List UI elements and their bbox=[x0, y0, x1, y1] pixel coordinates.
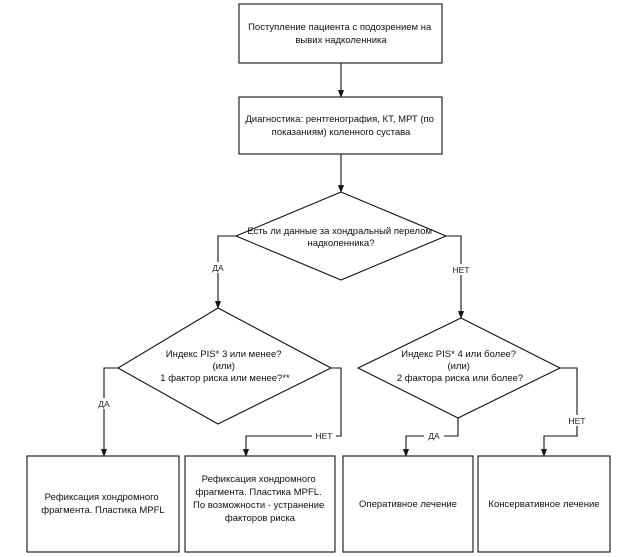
decision-chondral-text: Есть ли данные за хондральный перелом на… bbox=[247, 226, 434, 249]
node-start-line: вывих надколенника bbox=[295, 35, 387, 46]
outcome-conservative: Консервативное лечение bbox=[477, 455, 611, 553]
outcome-fixation-text: Рефиксация хондромного фрагмента. Пласти… bbox=[41, 492, 164, 516]
outcome-fixation-risk-line: факторов риска bbox=[225, 513, 296, 524]
edge-label-chondral-yes: ДА bbox=[212, 263, 224, 273]
outcome-surgery: Оперативное лечение bbox=[342, 455, 474, 553]
outcome-fixation-risk: Рефиксация хондромного фрагмента. Пласти… bbox=[184, 455, 336, 553]
decision-pis-high: Индекс PIS* 4 или более? (или) 2 фактора… bbox=[356, 317, 562, 419]
node-start-line: Поступление пациента с подозрением на bbox=[248, 22, 432, 33]
edge-label-pis-low-no: НЕТ bbox=[316, 431, 333, 441]
decision-pis-high-line: 2 фактора риска или более? bbox=[397, 373, 523, 384]
decision-chondral-line: надколенника? bbox=[308, 238, 375, 249]
outcome-fixation-risk-line: фрагмента. Пластика MPFL. bbox=[196, 487, 322, 498]
decision-pis-low-text: Индекс PIS* 3 или менее? (или) 1 фактор … bbox=[160, 349, 290, 384]
node-start: Поступление пациента с подозрением на вы… bbox=[238, 3, 443, 64]
node-diagnostics-line: показаниям) коленного сустава bbox=[272, 127, 411, 138]
edge-pis-low-yes bbox=[100, 367, 118, 457]
outcome-fixation-risk-line: По возможности - устранение bbox=[193, 500, 324, 511]
decision-pis-high-text: Индекс PIS* 4 или более? (или) 2 фактора… bbox=[397, 349, 523, 384]
decision-chondral-fracture: Есть ли данные за хондральный перелом на… bbox=[234, 191, 448, 281]
outcome-fixation: Рефиксация хондромного фрагмента. Пласти… bbox=[26, 455, 180, 553]
decision-pis-low-line: 1 фактор риска или менее?** bbox=[160, 373, 290, 384]
edge-label-pis-low-yes: ДА bbox=[98, 399, 110, 409]
node-diagnostics-line: Диагностика: рентгенография, КТ, МРТ (по bbox=[245, 114, 434, 125]
node-diagnostics: Диагностика: рентгенография, КТ, МРТ (по… bbox=[238, 96, 443, 155]
outcome-fixation-risk-text: Рефиксация хондромного фрагмента. Пласти… bbox=[193, 474, 327, 524]
edge-pis-low-no bbox=[242, 367, 342, 457]
node-diagnostics-text: Диагностика: рентгенография, КТ, МРТ (по… bbox=[245, 114, 436, 138]
outcome-surgery-text: Оперативное лечение bbox=[359, 499, 457, 510]
edge-chondral-no bbox=[446, 235, 465, 319]
edge-pis-high-no bbox=[540, 367, 578, 457]
decision-chondral-line: Есть ли данные за хондральный перелом bbox=[247, 226, 432, 237]
decision-pis-low-line: (или) bbox=[212, 361, 234, 372]
edge-label-pis-high-yes: ДА bbox=[428, 431, 440, 441]
outcome-fixation-line: Рефиксация хондромного bbox=[45, 492, 159, 503]
outcome-surgery-line: Оперативное лечение bbox=[359, 499, 457, 510]
outcome-fixation-risk-line: Рефиксация хондромного bbox=[202, 474, 316, 485]
decision-pis-low: Индекс PIS* 3 или менее? (или) 1 фактор … bbox=[116, 307, 333, 425]
edges bbox=[100, 63, 578, 457]
outcome-conservative-line: Консервативное лечение bbox=[488, 499, 599, 510]
outcome-conservative-text: Консервативное лечение bbox=[488, 499, 599, 510]
decision-pis-high-line: (или) bbox=[447, 361, 469, 372]
edge-label-chondral-no: НЕТ bbox=[453, 265, 470, 275]
outcome-fixation-line: фрагмента. Пластика MPFL bbox=[41, 505, 164, 516]
node-start-text: Поступление пациента с подозрением на вы… bbox=[248, 22, 434, 46]
decision-pis-high-line: Индекс PIS* 4 или более? bbox=[401, 349, 516, 360]
edge-label-pis-high-no: НЕТ bbox=[569, 416, 586, 426]
edge-chondral-yes bbox=[214, 235, 236, 309]
edge-labels: ДА НЕТ ДА НЕТ ДА НЕТ bbox=[94, 262, 589, 441]
decision-pis-low-line: Индекс PIS* 3 или менее? bbox=[166, 349, 282, 360]
